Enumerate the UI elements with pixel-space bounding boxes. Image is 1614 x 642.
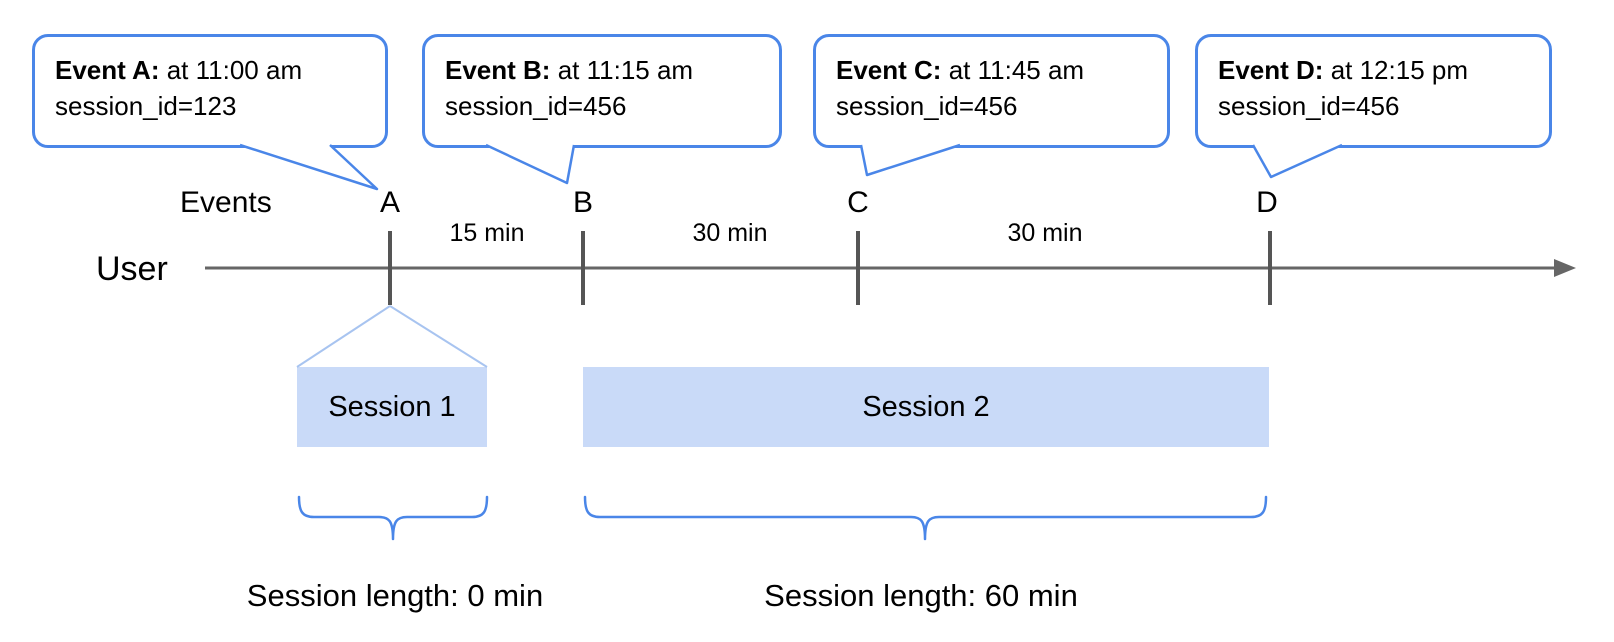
callout-tail-d: [1251, 143, 1343, 179]
interval-label-a-b: 15 min: [449, 219, 525, 247]
callout-session-id: session_id=123: [55, 91, 237, 121]
callout-detail: at 11:45 am: [941, 55, 1085, 85]
callout-tail-a: [239, 143, 379, 191]
callout-session-id: session_id=456: [836, 91, 1018, 121]
callout-event-b: Event B: at 11:15 am session_id=456: [422, 34, 782, 148]
event-marker-b: B: [572, 186, 594, 219]
event-marker-a: A: [379, 186, 401, 219]
callout-tail-c: [859, 143, 961, 177]
session-2-length-label: Session length: 60 min: [764, 578, 1078, 613]
callout-line-1: Event B: at 11:15 am: [445, 52, 779, 88]
session-1-label: Session 1: [328, 390, 456, 423]
session-2-brace: [583, 495, 1268, 541]
callout-tail-b: [485, 143, 576, 185]
callout-event-c: Event C: at 11:45 am session_id=456: [813, 34, 1170, 148]
callout-title: Event C:: [836, 55, 942, 85]
callout-detail: at 11:15 am: [550, 55, 694, 85]
callout-title: Event D:: [1218, 55, 1324, 85]
events-axis-label: Events: [180, 186, 272, 219]
session-1-bar: Session 1: [297, 367, 487, 447]
event-marker-d: D: [1256, 186, 1278, 219]
callout-title: Event B:: [445, 55, 551, 85]
callout-detail: at 12:15 pm: [1323, 55, 1469, 85]
callout-line-1: Event A: at 11:00 am: [55, 52, 385, 88]
interval-label-b-c: 30 min: [692, 219, 768, 247]
callout-line-1: Event D: at 12:15 pm: [1218, 52, 1549, 88]
callout-title: Event A:: [55, 55, 160, 85]
callout-session-id: session_id=456: [445, 91, 627, 121]
session-1-brace: [297, 495, 489, 541]
timeline-arrowhead-icon: [1554, 259, 1576, 277]
callout-detail: at 11:00 am: [159, 55, 303, 85]
interval-label-c-d: 30 min: [1007, 219, 1083, 247]
event-marker-c: C: [847, 186, 869, 219]
user-axis-label: User: [96, 250, 168, 288]
session-1-funnel: [296, 305, 488, 368]
callout-event-d: Event D: at 12:15 pm session_id=456: [1195, 34, 1552, 148]
callout-session-id: session_id=456: [1218, 91, 1400, 121]
callout-event-a: Event A: at 11:00 am session_id=123: [32, 34, 388, 148]
session-2-label: Session 2: [862, 390, 990, 423]
callout-line-1: Event C: at 11:45 am: [836, 52, 1167, 88]
session-2-bar: Session 2: [583, 367, 1269, 447]
session-1-length-label: Session length: 0 min: [246, 578, 544, 613]
